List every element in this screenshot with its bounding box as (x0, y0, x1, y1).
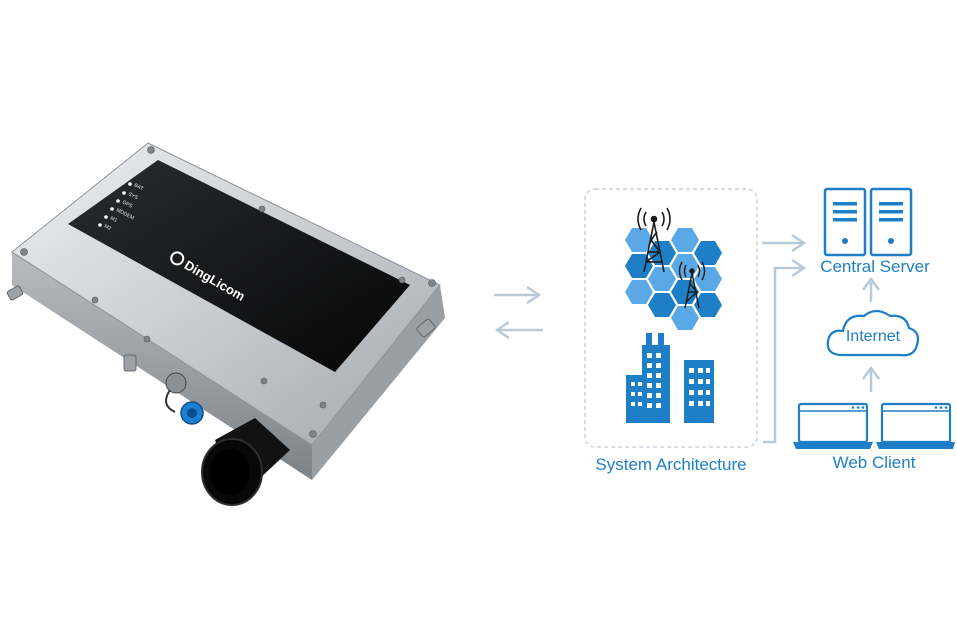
screw-icon (20, 248, 28, 256)
tower-top (650, 215, 658, 223)
arrow-left-head-icon (494, 320, 510, 340)
cable-gland-inner-icon (210, 449, 250, 495)
screw-icon (309, 430, 317, 438)
arrow-head-icon (791, 258, 807, 278)
laptop-icon (793, 402, 873, 449)
cellular-network-icon (625, 228, 722, 330)
tower-leg (643, 221, 655, 273)
hex-cell (625, 228, 653, 252)
screw-icon (147, 146, 155, 154)
server-icon (869, 187, 913, 257)
hex-cell (648, 293, 676, 317)
web-client-label: Web Client (833, 453, 916, 472)
screw-icon (398, 276, 406, 284)
brand-logo-icon (170, 251, 185, 266)
arrow-right-head-icon (526, 285, 542, 305)
screw-icon (260, 377, 268, 385)
bidirectional-arrows (494, 285, 543, 340)
led-indicator (128, 182, 132, 186)
central-server-label: Central Server (820, 257, 930, 276)
led-indicator (110, 207, 114, 211)
blue-cap-center-icon (187, 408, 197, 418)
device-side-face (12, 252, 312, 480)
led-label-gps: GPS (121, 199, 134, 209)
system-architecture-label: System Architecture (595, 455, 746, 474)
led-label-m2: M2 (103, 223, 112, 232)
arrow-line (763, 266, 802, 444)
architecture-to-server-arrows (762, 233, 807, 444)
screw-icon (319, 401, 327, 409)
led-indicator (104, 215, 108, 219)
cell-tower-icon (637, 207, 671, 273)
client-to-internet-arrow (861, 365, 881, 392)
hex-cell (625, 254, 653, 278)
sma-connector-icon (123, 354, 137, 372)
server-icon (823, 187, 867, 257)
building-left (626, 375, 646, 423)
power-connector-ring-icon (165, 372, 187, 394)
sma-connector-icon (416, 318, 436, 338)
hex-cell (694, 293, 722, 317)
device-front-face (312, 285, 445, 480)
hex-cell (671, 228, 699, 252)
buildings-icon (626, 333, 714, 423)
hex-cell (648, 241, 676, 265)
internet-to-server-arrow (861, 276, 881, 302)
screw-icon (91, 296, 99, 304)
arrow-head-icon (861, 276, 881, 291)
led-indicator (116, 199, 120, 203)
internet-label: Internet (846, 328, 901, 345)
router-device: BAT SYS GPS MODEM M1 M2 DingLicom (6, 142, 445, 506)
arrow-head-icon (861, 365, 881, 380)
tower-brace (645, 231, 662, 263)
led-label-m1: M1 (109, 215, 118, 224)
tower-brace (685, 282, 698, 303)
screw-icon (143, 335, 151, 343)
power-cable-icon (165, 389, 176, 413)
led-indicator (98, 223, 102, 227)
tower-leg (653, 221, 665, 273)
hex-cell (694, 241, 722, 265)
hex-cell (671, 306, 699, 330)
screw-icon (428, 279, 436, 287)
building-windows (631, 353, 710, 408)
led-label-bat: BAT (133, 182, 144, 192)
hex-cell (694, 267, 722, 291)
laptop-icon (876, 402, 955, 449)
led-label-sys: SYS (127, 191, 139, 201)
hex-cell (648, 267, 676, 291)
sma-connector-icon (6, 285, 24, 301)
screws (20, 146, 436, 438)
building-tall-antenna (658, 333, 664, 345)
hex-cell (625, 280, 653, 304)
antenna-connectors (6, 285, 436, 372)
device-glass-panel (68, 160, 410, 372)
arrow-head-icon (791, 233, 807, 253)
signal-wave-icon (637, 207, 671, 231)
cloud-icon (826, 309, 920, 357)
tower-top (689, 268, 695, 274)
cable-gland (201, 418, 290, 506)
system-architecture-box (584, 188, 758, 448)
power-connector (165, 372, 204, 425)
building-tall-antenna (646, 333, 652, 345)
cell-tower-small-icon (678, 261, 706, 309)
signal-wave-icon (678, 261, 706, 281)
screw-icon (258, 205, 266, 213)
led-indicator (122, 191, 126, 195)
